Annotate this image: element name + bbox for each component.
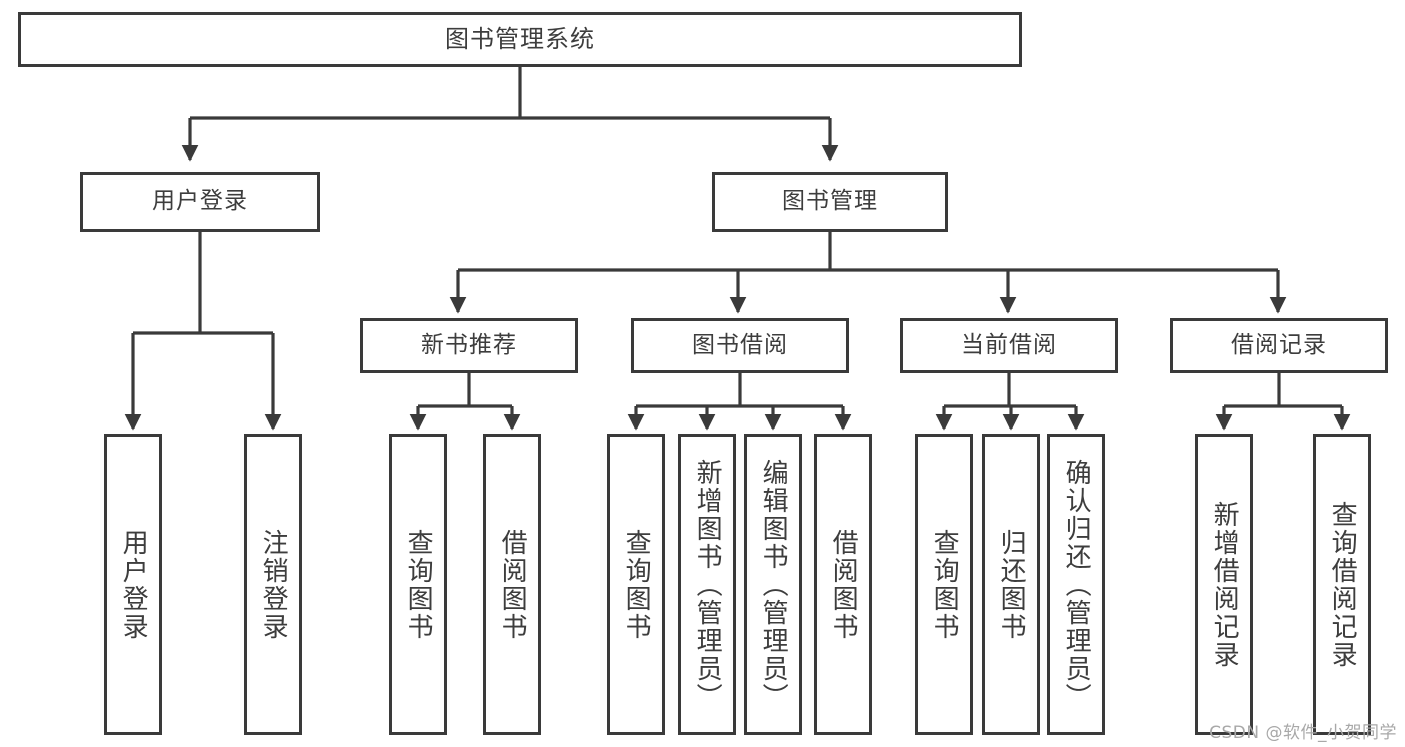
node-label: 用户登录 (152, 188, 248, 215)
node-new-book-recommend[interactable]: 新书推荐 (360, 318, 578, 373)
leaf-recommend-borrow-book[interactable]: 借阅图书 (483, 434, 541, 735)
node-label: 图书管理 (782, 188, 878, 215)
node-label: 新增借阅记录 (1209, 500, 1240, 669)
node-label: 借阅记录 (1231, 331, 1327, 358)
node-label: 借阅图书 (828, 528, 859, 641)
leaf-user-login-login[interactable]: 用户登录 (104, 434, 162, 735)
node-label: 查询图书 (929, 528, 960, 641)
node-label: 归还图书 (996, 528, 1027, 641)
node-label: 注销登录 (258, 528, 289, 641)
node-label: 借阅图书 (497, 528, 528, 641)
leaf-borrow-borrow-book[interactable]: 借阅图书 (814, 434, 872, 735)
node-label: 编辑图书（管理员） (758, 458, 789, 711)
node-root-system[interactable]: 图书管理系统 (18, 12, 1022, 67)
node-label: 图书管理系统 (445, 25, 595, 54)
node-label: 查询图书 (403, 528, 434, 641)
leaf-current-confirm-return-admin[interactable]: 确认归还（管理员） (1047, 434, 1105, 735)
node-label: 新书推荐 (421, 331, 517, 358)
leaf-borrow-query-book[interactable]: 查询图书 (607, 434, 665, 735)
node-current-borrow[interactable]: 当前借阅 (900, 318, 1118, 373)
node-borrow-record[interactable]: 借阅记录 (1170, 318, 1388, 373)
leaf-current-return-book[interactable]: 归还图书 (982, 434, 1040, 735)
node-label: 新增图书（管理员） (692, 458, 723, 711)
node-label: 确认归还（管理员） (1061, 458, 1092, 711)
leaf-user-login-logout[interactable]: 注销登录 (244, 434, 302, 735)
node-book-borrow[interactable]: 图书借阅 (631, 318, 849, 373)
node-label: 当前借阅 (961, 331, 1057, 358)
leaf-current-query-book[interactable]: 查询图书 (915, 434, 973, 735)
leaf-record-add-record[interactable]: 新增借阅记录 (1195, 434, 1253, 735)
node-label: 查询图书 (621, 528, 652, 641)
leaf-recommend-query-book[interactable]: 查询图书 (389, 434, 447, 735)
node-label: 查询借阅记录 (1327, 500, 1358, 669)
node-user-login[interactable]: 用户登录 (80, 172, 320, 232)
node-label: 图书借阅 (692, 331, 788, 358)
leaf-borrow-add-book-admin[interactable]: 新增图书（管理员） (678, 434, 736, 735)
node-book-management[interactable]: 图书管理 (712, 172, 948, 232)
watermark: CSDN @软件_小贺同学 (1209, 723, 1397, 743)
leaf-borrow-edit-book-admin[interactable]: 编辑图书（管理员） (744, 434, 802, 735)
node-label: 用户登录 (118, 528, 149, 641)
leaf-record-query-record[interactable]: 查询借阅记录 (1313, 434, 1371, 735)
